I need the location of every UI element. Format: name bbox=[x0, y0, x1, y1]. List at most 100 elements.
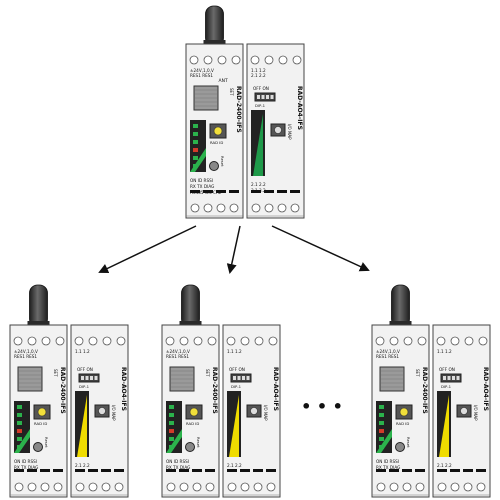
status-led-icon bbox=[193, 132, 198, 136]
status-led-icon bbox=[379, 421, 384, 425]
terminal-screw-icon bbox=[53, 482, 63, 492]
terminal-screw-icon bbox=[192, 482, 202, 492]
terminal-slot bbox=[179, 469, 189, 472]
terminal-screw-icon bbox=[464, 336, 474, 346]
terminal-screw-icon bbox=[389, 336, 399, 346]
terminal-screw-icon bbox=[450, 482, 460, 492]
terminal-slot bbox=[476, 469, 486, 472]
terminal-slot bbox=[114, 469, 124, 472]
terminal-screw-icon bbox=[203, 55, 213, 65]
terminal-screw-icon bbox=[240, 336, 250, 346]
terminal-slot bbox=[27, 469, 37, 472]
io-knob-icon bbox=[250, 407, 258, 415]
selector-knob-icon bbox=[37, 407, 47, 417]
status-led-icon bbox=[17, 421, 22, 425]
reset-label: Reset bbox=[44, 437, 49, 448]
terminal-slot bbox=[88, 469, 98, 472]
terminal-screw-icon bbox=[114, 482, 124, 492]
terminal-screw-icon bbox=[27, 482, 37, 492]
terminal-screw-icon bbox=[463, 482, 473, 492]
status-led-icon bbox=[169, 413, 174, 417]
io-top-label: 1.1 1.2 bbox=[227, 349, 242, 354]
status-led-icon bbox=[379, 405, 384, 409]
terminal-screw-icon bbox=[278, 55, 288, 65]
terminal-screw-icon bbox=[189, 55, 199, 65]
status-led-icon bbox=[379, 429, 384, 433]
radio-side-label: SET bbox=[229, 88, 234, 96]
terminal-slot bbox=[166, 469, 176, 472]
terminal-slot bbox=[205, 469, 215, 472]
terminal-screw-icon bbox=[266, 482, 276, 492]
terminal-screw-icon bbox=[207, 336, 217, 346]
panel-stripe bbox=[376, 429, 392, 453]
radio-model-label: RAD-2400-IFS bbox=[421, 367, 428, 414]
antenna-icon bbox=[29, 284, 48, 328]
io-model-label: RAD-AO4-IFS bbox=[120, 367, 127, 411]
dip-switch-toggle bbox=[456, 376, 460, 380]
terminal-slot bbox=[190, 190, 200, 193]
dip-switch-label: OFF ON bbox=[253, 86, 269, 91]
radio-top-label: RES1 RES1 bbox=[190, 73, 213, 78]
io-side-label: I/O MAP bbox=[473, 405, 478, 421]
radio-side-label: SET bbox=[205, 369, 210, 377]
io-color-band bbox=[229, 395, 239, 457]
terminal-slot bbox=[14, 469, 24, 472]
dip-switch bbox=[230, 373, 252, 383]
ant-label: ANT bbox=[219, 78, 228, 84]
terminal-screw-icon bbox=[231, 55, 241, 65]
terminal-screw-icon bbox=[229, 203, 239, 213]
terminal-slot bbox=[376, 469, 386, 472]
reset-label: Reset bbox=[196, 437, 201, 448]
radio-bottom-label: ON ID RSSI bbox=[190, 178, 213, 183]
io-knob-icon bbox=[274, 126, 282, 134]
io-top-label: 1.1 1.2 bbox=[251, 68, 266, 73]
dip-label: DIP-1 bbox=[255, 103, 266, 108]
dip-switch-toggle bbox=[237, 376, 241, 380]
terminal-screw-icon bbox=[253, 482, 263, 492]
terminal-screw-icon bbox=[41, 336, 51, 346]
terminal-screw-icon bbox=[415, 482, 425, 492]
status-led-icon bbox=[193, 124, 198, 128]
terminal-screw-icon bbox=[227, 482, 237, 492]
arrow-master-to-slave-1 bbox=[98, 225, 197, 274]
terminal-screw-icon bbox=[240, 482, 250, 492]
terminal-slot bbox=[192, 469, 202, 472]
terminal-slot bbox=[264, 190, 274, 193]
terminal-slot bbox=[415, 469, 425, 472]
terminal-slot bbox=[75, 469, 85, 472]
io-model-label: RAD-AO4-IFS bbox=[272, 367, 279, 411]
dip-switch-toggle bbox=[447, 376, 451, 380]
terminal-screw-icon bbox=[13, 336, 23, 346]
radio-bottom-label: RX TX DIAG bbox=[166, 465, 190, 470]
more-devices-ellipsis: • • • bbox=[301, 397, 343, 416]
io-top-label: 1.1 1.2 bbox=[75, 349, 90, 354]
panel-stripe bbox=[190, 148, 206, 172]
terminal-screw-icon bbox=[74, 336, 84, 346]
terminal-screw-icon bbox=[268, 336, 278, 346]
terminal-slot bbox=[450, 469, 460, 472]
dip-label: DIP-1 bbox=[79, 384, 90, 389]
terminal-slot bbox=[463, 469, 473, 472]
terminal-screw-icon bbox=[203, 203, 213, 213]
status-led-icon bbox=[17, 429, 22, 433]
dip-label: DIP-1 bbox=[231, 384, 242, 389]
radio-top-label: ±24V,1,0,V bbox=[190, 68, 214, 73]
terminal-slot bbox=[277, 190, 287, 193]
terminal-screw-icon bbox=[250, 55, 260, 65]
terminal-screw-icon bbox=[450, 336, 460, 346]
dip-switch-toggle bbox=[246, 376, 250, 380]
radio-side-label: SET bbox=[415, 369, 420, 377]
dip-switch-label: OFF ON bbox=[439, 367, 455, 372]
terminal-screw-icon bbox=[376, 482, 386, 492]
io-top-label: 2.1 2.2 bbox=[251, 73, 266, 78]
radio-top-label: RES1 RES1 bbox=[166, 354, 189, 359]
radio-bottom-label: ON ID RSSI bbox=[166, 459, 189, 464]
terminal-slot bbox=[53, 469, 63, 472]
terminal-screw-icon bbox=[436, 336, 446, 346]
io-top-label: 1.1 1.2 bbox=[437, 349, 452, 354]
